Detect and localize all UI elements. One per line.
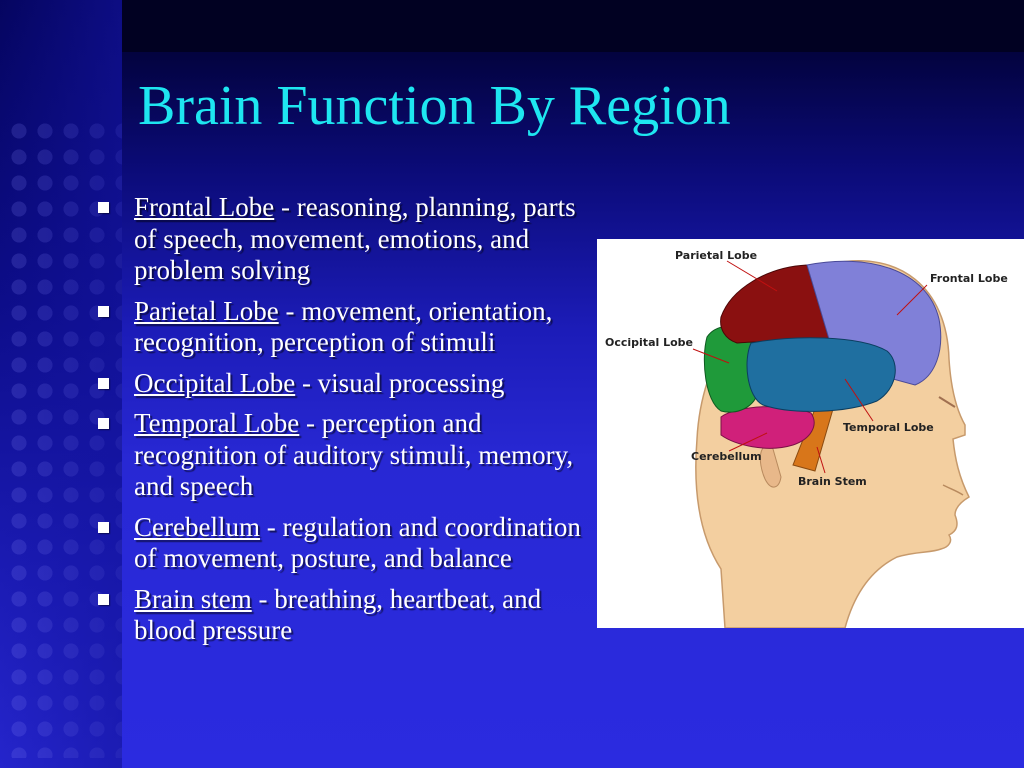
term-occipital-lobe: Occipital Lobe — [134, 367, 296, 398]
label-cerebellum: Cerebellum — [691, 450, 762, 463]
term-temporal-lobe: Temporal Lobe — [134, 408, 300, 438]
label-parietal-lobe: Parietal Lobe — [675, 249, 757, 262]
cerebellum-region — [720, 406, 815, 449]
brain-diagram: Parietal Lobe Frontal Lobe Occipital Lob… — [597, 239, 1024, 628]
bullet-temporal-lobe: Temporal Lobe - perception and recogniti… — [96, 408, 596, 503]
term-brain-stem: Brain stem — [134, 583, 252, 614]
label-temporal-lobe: Temporal Lobe — [843, 421, 934, 434]
description-parietal-lobe: - movement, orientation, recognition, pe… — [134, 295, 553, 358]
description-brain-stem: - breathing, heartbeat, and blood pressu… — [134, 583, 542, 646]
label-frontal-lobe: Frontal Lobe — [930, 272, 1008, 285]
term-frontal-lobe: Frontal Lobe — [134, 192, 275, 222]
bullet-frontal-lobe: Frontal Lobe - reasoning, planning, part… — [96, 192, 596, 287]
bullet-marker — [98, 305, 109, 317]
bullet-marker — [98, 418, 109, 429]
description-frontal-lobe: - reasoning, planning, parts of speech, … — [134, 192, 576, 285]
brain-diagram-svg: Parietal Lobe Frontal Lobe Occipital Lob… — [605, 249, 1008, 628]
bullet-brain-stem: Brain stem - breathing, heartbeat, and b… — [96, 584, 596, 647]
slide-title: Brain Function By Region — [138, 75, 731, 137]
bullet-marker — [98, 593, 109, 605]
description-cerebellum: - regulation and coordination of movemen… — [134, 511, 581, 574]
top-band — [122, 0, 1024, 52]
term-cerebellum: Cerebellum — [134, 511, 260, 542]
description-temporal-lobe: - perception and recognition of auditory… — [134, 408, 574, 501]
bullet-marker — [98, 521, 109, 533]
term-parietal-lobe: Parietal Lobe — [134, 295, 279, 326]
label-occipital-lobe: Occipital Lobe — [605, 336, 693, 349]
temporal-lobe-region — [746, 337, 896, 412]
bullet-cerebellum: Cerebellum - regulation and coordination… — [96, 512, 596, 575]
bullet-occipital-lobe: Occipital Lobe - visual processing — [96, 368, 596, 400]
bullet-marker — [98, 202, 109, 213]
bullet-marker — [98, 377, 109, 389]
description-occipital-lobe: - visual processing — [295, 367, 505, 398]
label-brain-stem: Brain Stem — [798, 475, 867, 488]
bullet-parietal-lobe: Parietal Lobe - movement, orientation, r… — [96, 296, 596, 359]
bullet-list: Frontal Lobe - reasoning, planning, part… — [96, 192, 596, 656]
